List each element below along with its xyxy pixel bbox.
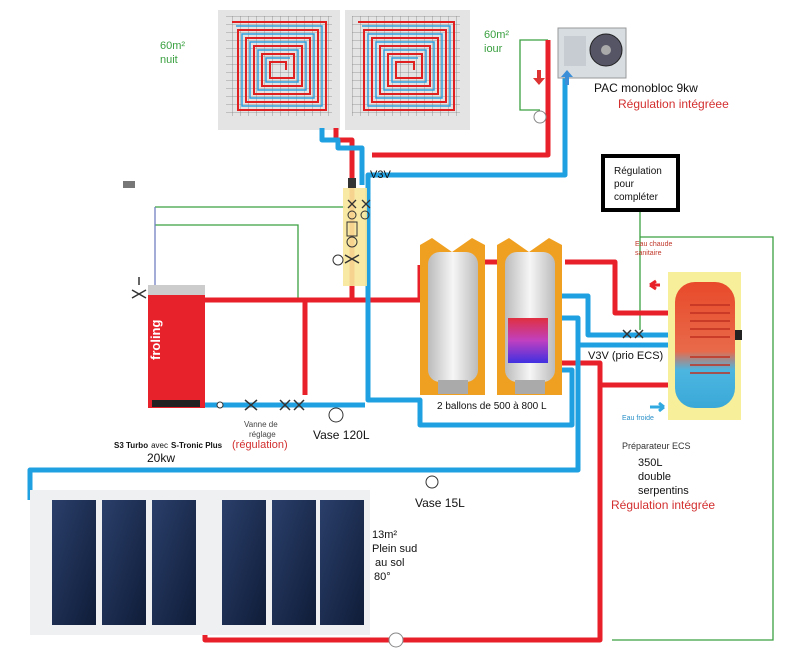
storage-tank-2 [497,238,562,395]
cold-pipes [27,50,668,500]
floor-heating-night [218,10,340,130]
ecs-regulation: Régulation intégrée [611,498,715,512]
boiler-power: 20kw [147,451,175,465]
adjust-valve-icon [244,399,258,411]
ecs-tank [622,272,742,420]
v3v-ecs-label: V3V (prio ECS) [588,350,663,362]
cold-water-label: Eau froide [622,415,654,422]
vase-120-label: Vase 120L [313,428,370,442]
regulation-box-line-2: pour [614,179,635,190]
zone-day-name: iour [484,43,503,55]
expansion-vessel-120-icon [328,407,344,423]
valve-label-1: Vanne de [244,420,278,429]
boiler-model-b: avec [151,441,168,450]
regulation-box-line-1: Régulation [614,166,662,177]
solar-line-4: 80° [374,571,391,583]
regulation-box-line-3: compléter [614,192,659,203]
return-valves [216,399,439,489]
hot-water-label-2: sanitaire [635,250,662,257]
circulator-pump-icon [533,110,547,124]
boiler-brand: froling [148,320,163,360]
boiler: froling [123,181,205,408]
heat-pump-label: PAC monobloc 9kw [594,81,698,95]
boiler-regulation: (régulation) [232,439,288,451]
storage-tank-1 [420,238,485,395]
solar-line-3: au sol [372,557,404,569]
arrow-up-icon [561,70,573,85]
solar-line-1: 13m² [372,529,397,541]
v3v-label: V3V [370,169,391,181]
zone-day-area: 60m² [484,29,509,41]
boiler-model-c: S-Tronic Plus [171,441,223,450]
heat-pump-regulation: Régulation intégréee [618,97,729,111]
zone-night-name: nuit [160,54,178,66]
heat-pump [533,27,627,124]
thermostat-icon [123,181,135,188]
ecs-title: Préparateur ECS [622,441,691,451]
ecs-spec-3: serpentins [638,485,689,497]
solar-panels [30,490,404,648]
cold-water-arrow-icon [650,401,665,413]
floor-heating-day [345,10,470,130]
arrow-down-icon [533,70,545,85]
ecs-spec-2: double [638,471,671,483]
solar-pump-icon [388,632,404,648]
hot-water-label-1: Eau chaude [635,241,672,248]
hot-water-arrow-icon [649,279,660,291]
zone-night-area: 60m² [160,40,185,52]
solar-line-2: Plein sud [372,543,417,555]
solar-coil [508,318,548,363]
hydraulic-module [332,178,371,286]
expansion-vessel-15-icon [425,475,439,489]
valve-label-2: réglage [249,430,276,439]
tanks-label: 2 ballons de 500 à 800 L [437,401,547,412]
regulation-box [601,154,680,212]
v3v-ecs-valve-icon [622,329,644,339]
vase-15-label: Vase 15L [415,496,465,510]
control-wires [155,39,774,641]
boiler-model-a: S3 Turbo [114,441,148,450]
ecs-spec-1: 350L [638,457,662,469]
